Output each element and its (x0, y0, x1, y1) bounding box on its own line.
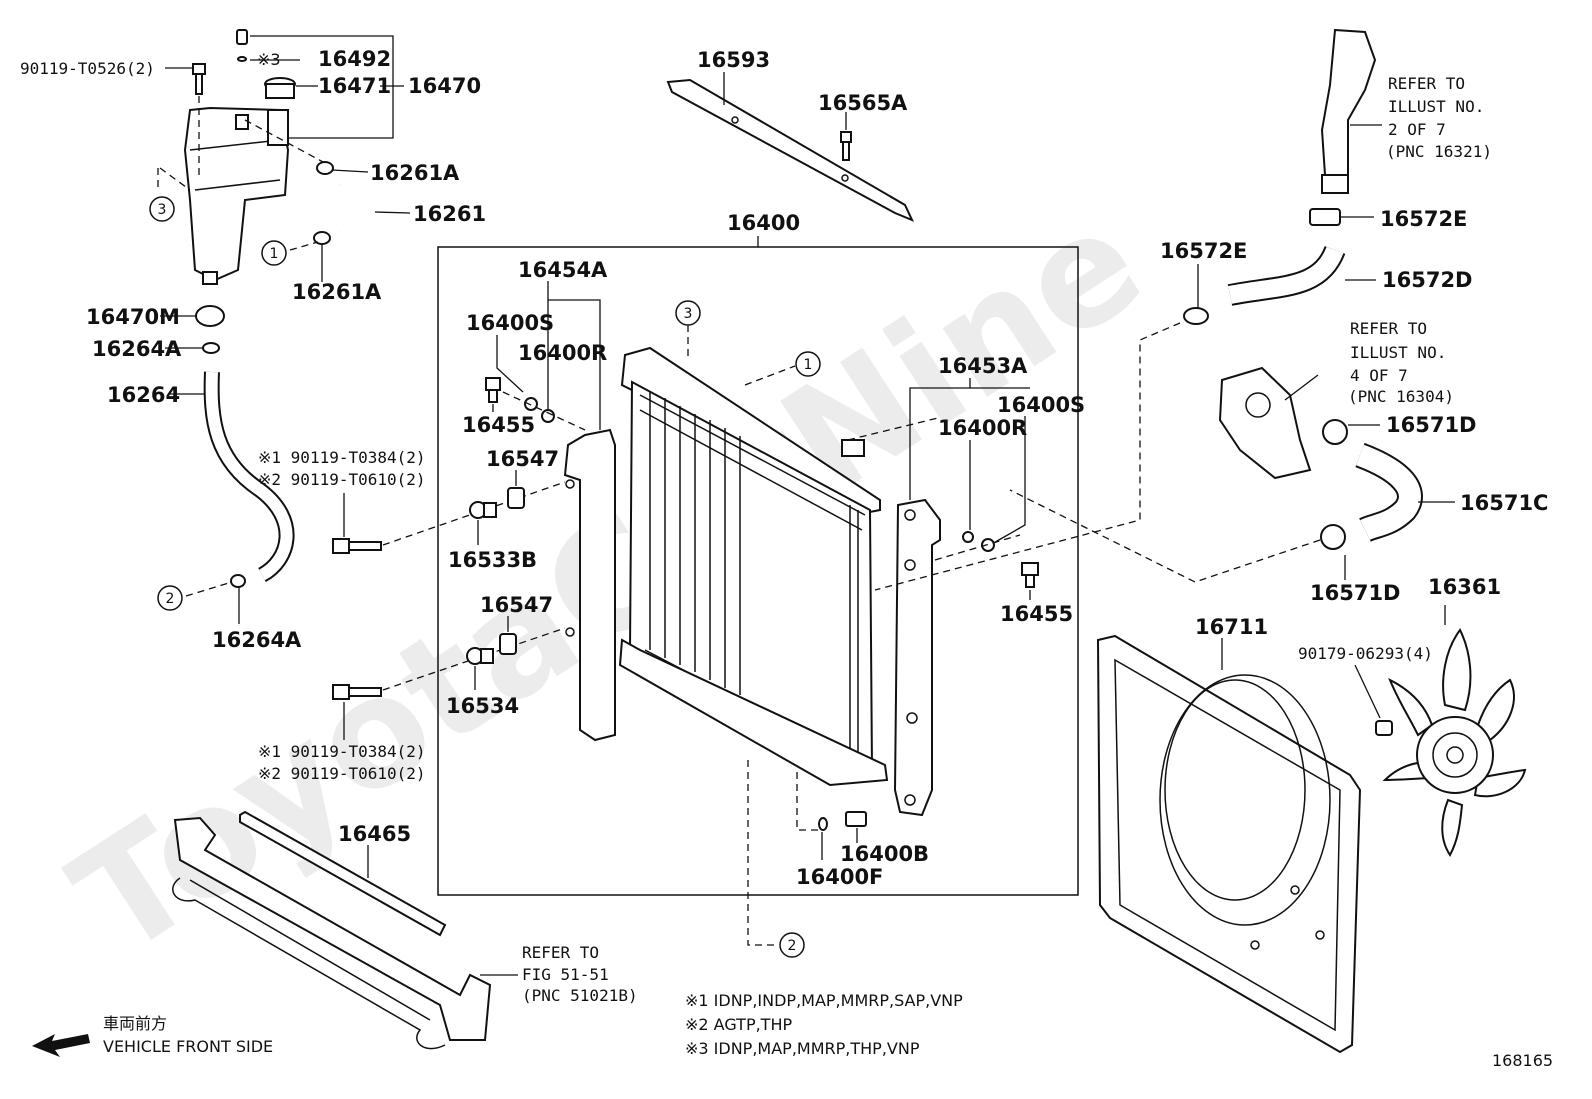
label-16572E-left: 16572E (1160, 239, 1247, 263)
svg-text:3: 3 (684, 306, 693, 322)
svg-text:2 OF 7: 2 OF 7 (1388, 120, 1446, 139)
label-16572D: 16572D (1382, 268, 1473, 292)
label-90179-06293: 90179-06293(4) (1298, 644, 1433, 663)
svg-text:1: 1 (270, 246, 279, 262)
label-16264A-top: 16264A (92, 337, 182, 361)
label-16400R-left: 16400R (518, 341, 607, 365)
label-16400R-right: 16400R (938, 416, 1027, 440)
label-16572E-right: 16572E (1380, 207, 1467, 231)
ref-circle-2-left: 2 (157, 585, 183, 611)
label-16471: 16471 (318, 74, 391, 98)
svg-text:(PNC 51021B): (PNC 51021B) (522, 986, 638, 1005)
lower-support (172, 816, 492, 1050)
footnote-1: ※1 IDNP,INDP,MAP,MMRP,SAP,VNP (685, 991, 963, 1010)
label-16361: 16361 (1428, 575, 1501, 599)
label-16470: 16470 (408, 74, 481, 98)
ref-circle-3-radiator: 3 (675, 300, 701, 326)
svg-text:2: 2 (166, 591, 175, 607)
label-16534: 16534 (446, 694, 519, 718)
refer-block-pnc-51021B: REFER TO FIG 51-51 (PNC 51021B) (522, 943, 638, 1005)
bracket-16453A (893, 498, 941, 817)
footnote-2: ※2 AGTP,THP (685, 1015, 792, 1034)
hose-16571C (1355, 442, 1423, 542)
reservoir-tank (183, 29, 296, 285)
label-16470M: 16470M (86, 305, 180, 329)
vehicle-front-jp: 車両前方 (103, 1014, 167, 1033)
vehicle-front-arrow-icon (32, 1034, 90, 1057)
diagram-id: 168165 (1492, 1051, 1553, 1070)
label-90119-T0526: 90119-T0526(2) (20, 59, 155, 78)
label-16264A-bottom: 16264A (212, 628, 302, 652)
label-16454A: 16454A (518, 258, 608, 282)
water-pump (1218, 366, 1312, 480)
label-16571D-top: 16571D (1386, 413, 1477, 437)
svg-text:REFER TO: REFER TO (1388, 74, 1465, 93)
label-bolt-upper-2: ※2 90119-T0610(2) (258, 470, 426, 489)
fan-shroud-16711 (1096, 634, 1362, 1054)
svg-text:(PNC 16304): (PNC 16304) (1348, 387, 1454, 406)
footnote-3: ※3 IDNP,MAP,MMRP,THP,VNP (685, 1039, 920, 1058)
label-16465: 16465 (338, 822, 411, 846)
label-16261A-bottom: 16261A (292, 280, 382, 304)
ref-circle-3-top: 3 (149, 196, 175, 222)
label-16261A-top: 16261A (370, 161, 460, 185)
radiator-support-16593 (666, 78, 914, 222)
label-16565A: 16565A (818, 91, 908, 115)
label-bolt-lower-1: ※1 90119-T0384(2) (258, 742, 426, 761)
label-16547-upper: 16547 (486, 447, 559, 471)
svg-text:3: 3 (158, 202, 167, 218)
label-16455-left: 16455 (462, 413, 535, 437)
label-16571C: 16571C (1460, 491, 1548, 515)
hose-16572D (1227, 245, 1346, 306)
svg-text:1: 1 (804, 357, 813, 373)
cooling-fan-16361 (1382, 628, 1527, 857)
bolt-upper-left (332, 538, 382, 554)
bracket-16454A (563, 428, 616, 742)
svg-text:4 OF 7: 4 OF 7 (1350, 366, 1408, 385)
label-16400F: 16400F (796, 865, 883, 889)
label-16593: 16593 (697, 48, 770, 72)
ref-circle-1-radiator: 1 (795, 351, 821, 377)
label-bolt-upper-1: ※1 90119-T0384(2) (258, 448, 426, 467)
label-bolt-lower-2: ※2 90119-T0610(2) (258, 764, 426, 783)
ref-circle-1-left: 1 (261, 240, 287, 266)
svg-text:REFER TO: REFER TO (522, 943, 599, 962)
svg-text:ILLUST NO.: ILLUST NO. (1388, 97, 1484, 116)
hose-16261 (338, 178, 376, 235)
label-16711: 16711 (1195, 615, 1268, 639)
radiator-core (618, 346, 889, 787)
label-16264: 16264 (107, 383, 180, 407)
bolt-90119-T0526 (192, 63, 206, 95)
label-16533B: 16533B (448, 548, 537, 572)
ref-circle-2-radiator: 2 (779, 932, 805, 958)
svg-text:ILLUST NO.: ILLUST NO. (1350, 343, 1446, 362)
hose-16264 (203, 371, 295, 583)
svg-text:REFER TO: REFER TO (1350, 319, 1427, 338)
water-outlet-pipe (1320, 28, 1377, 194)
label-16571D-bottom: 16571D (1310, 581, 1401, 605)
label-16547-lower: 16547 (480, 593, 553, 617)
label-16492: 16492 (318, 47, 391, 71)
label-16400: 16400 (727, 211, 800, 235)
label-16453A: 16453A (938, 354, 1028, 378)
refer-block-pnc-16304: REFER TO ILLUST NO. 4 OF 7 (PNC 16304) (1348, 319, 1454, 406)
label-16400S-left: 16400S (466, 311, 554, 335)
label-16492-mark: ※3 (257, 50, 281, 69)
label-16400S-right: 16400S (997, 393, 1085, 417)
bolt-lower-left (332, 684, 382, 700)
svg-text:FIG 51-51: FIG 51-51 (522, 965, 609, 984)
svg-text:(PNC 16321): (PNC 16321) (1386, 142, 1492, 161)
refer-block-pnc-16321: REFER TO ILLUST NO. 2 OF 7 (PNC 16321) (1386, 74, 1492, 161)
label-16261: 16261 (413, 202, 486, 226)
vehicle-front-en: VEHICLE FRONT SIDE (103, 1037, 273, 1056)
label-16400B: 16400B (840, 842, 929, 866)
label-16455-right: 16455 (1000, 602, 1073, 626)
svg-text:2: 2 (788, 938, 797, 954)
